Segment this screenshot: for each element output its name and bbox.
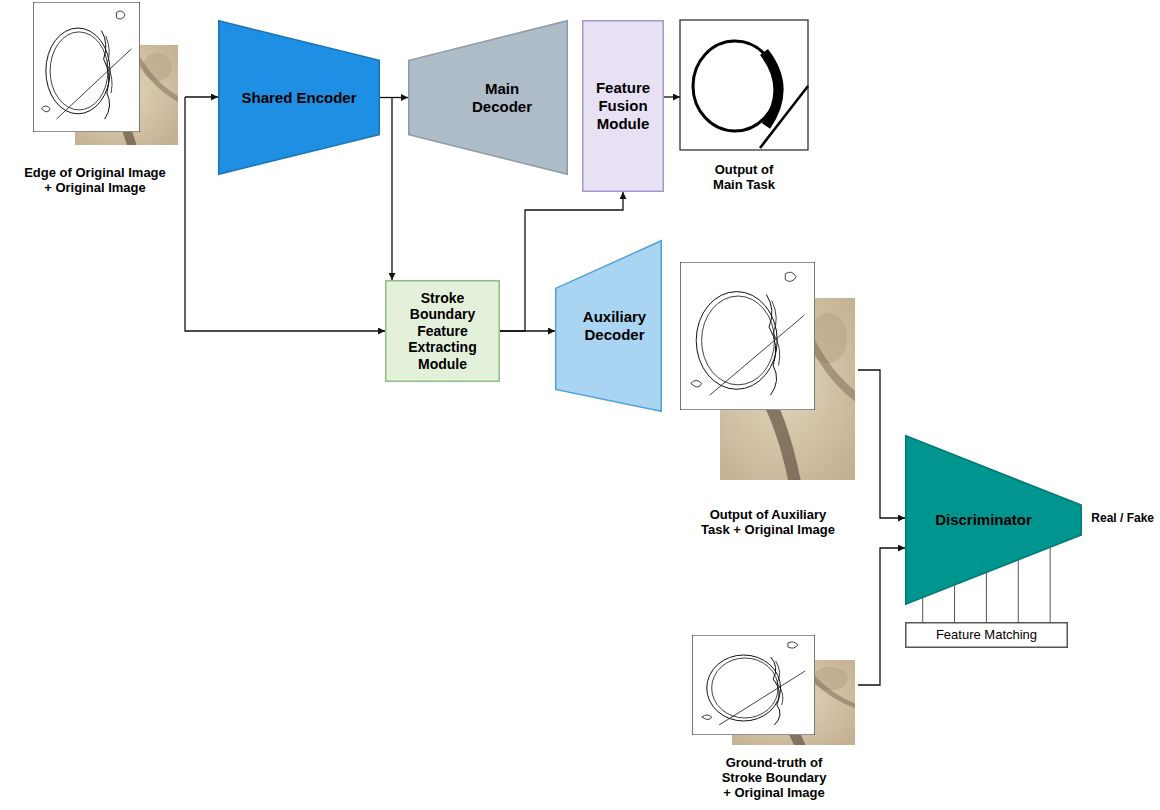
decoder-trapezoid: Auxiliary Decoder (555, 240, 662, 412)
module-label: Feature Matching (936, 627, 1037, 642)
flow-arrow (858, 548, 905, 685)
discriminator-trapezoid: Discriminator (905, 435, 1082, 605)
image-caption: Ground-truth of Stroke Boundary + Origin… (719, 755, 829, 800)
input-image: Edge of Original Image + Original Image (5, 0, 185, 195)
output-image: Output of Main Task (680, 20, 808, 192)
feature-line (1018, 560, 1019, 622)
feature-box: Feature Matching (905, 622, 1068, 648)
ground-truth-image: Ground-truth of Stroke Boundary + Origin… (690, 632, 858, 800)
flow-arrow (858, 370, 905, 518)
output-image: Output of Auxiliary Task + Original Imag… (678, 262, 858, 537)
flow-arrow (664, 96, 680, 97)
image-caption: Output of Auxiliary Task + Original Imag… (698, 507, 838, 537)
feature-line (922, 598, 923, 622)
encoder-trapezoid: Shared Encoder (218, 20, 380, 175)
module-label: Main Decoder (460, 80, 544, 115)
image-caption: Edge of Original Image + Original Image (21, 165, 169, 195)
module-box: Stroke Boundary Feature Extracting Modul… (385, 280, 500, 382)
feature-line (1050, 548, 1051, 622)
module-label: Feature Fusion Module (587, 79, 659, 132)
decoder-trapezoid: Main Decoder (408, 20, 568, 175)
image-caption: Output of Main Task (704, 162, 784, 192)
feature-line (986, 573, 987, 622)
flow-arrow (380, 97, 408, 98)
flow-arrow (391, 98, 392, 281)
feature-line (954, 585, 955, 622)
flow-arrow (185, 96, 218, 97)
module-label: Shared Encoder (241, 89, 356, 107)
module-label: Discriminator (935, 511, 1032, 529)
module-label: Auxiliary Decoder (573, 308, 657, 343)
module-label: Stroke Boundary Feature Extracting Modul… (391, 290, 494, 373)
fusion-box: Feature Fusion Module (582, 20, 664, 192)
output-label: Real / Fake (1091, 511, 1154, 525)
